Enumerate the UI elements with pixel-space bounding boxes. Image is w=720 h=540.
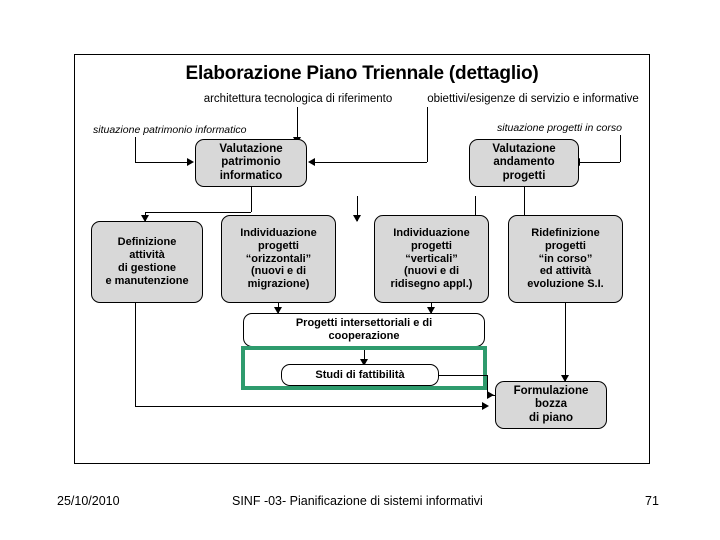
connector-line bbox=[487, 375, 488, 395]
footer-page-number: 71 bbox=[645, 494, 659, 508]
connector-line bbox=[620, 135, 621, 162]
connector-line bbox=[251, 187, 252, 212]
node-valutazione-andamento-progetti[interactable]: Valutazione andamento progetti bbox=[469, 139, 579, 187]
connector-line bbox=[427, 107, 428, 162]
arrow-icon bbox=[141, 215, 149, 222]
arrow-icon bbox=[487, 391, 494, 399]
footer-title: SINF -03- Pianificazione di sistemi info… bbox=[232, 494, 483, 508]
node-formulazione-bozza[interactable]: Formulazione bozza di piano bbox=[495, 381, 607, 429]
connector-line bbox=[439, 375, 487, 376]
page-title: Elaborazione Piano Triennale (dettaglio) bbox=[185, 63, 539, 84]
connector-line bbox=[135, 137, 136, 162]
diagram-frame: Elaborazione Piano Triennale (dettaglio)… bbox=[74, 54, 650, 464]
node-valutazione-patrimonio[interactable]: Valutazione patrimonio informatico bbox=[195, 139, 307, 187]
connector-line bbox=[364, 347, 365, 363]
label-situazione-progetti: situazione progetti in corso bbox=[497, 122, 622, 134]
node-label: Progetti intersettoriali e di cooperazio… bbox=[295, 317, 433, 342]
subhead-obiettivi: obiettivi/esigenze di servizio e informa… bbox=[427, 93, 639, 105]
connector-line bbox=[135, 162, 187, 163]
node-studi-fattibilita[interactable]: Studi di fattibilità bbox=[281, 364, 439, 386]
highlight-rectangle bbox=[241, 346, 487, 390]
node-label: Valutazione andamento progetti bbox=[492, 142, 556, 182]
arrow-icon bbox=[353, 215, 361, 222]
node-ridefinizione-progetti[interactable]: Ridefinizione progetti “in corso” ed att… bbox=[508, 215, 623, 303]
node-label: Valutazione patrimonio informatico bbox=[219, 142, 283, 182]
arrow-icon bbox=[360, 359, 368, 366]
node-label: Individuazione progetti “orizzontali” (n… bbox=[240, 226, 317, 291]
connector-line bbox=[297, 107, 298, 137]
connector-line bbox=[357, 196, 358, 221]
connector-line bbox=[565, 303, 566, 381]
node-label: Ridefinizione progetti “in corso” ed att… bbox=[527, 226, 604, 291]
label-situazione-patrimonio: situazione patrimonio informatico bbox=[93, 124, 247, 136]
arrow-icon bbox=[561, 375, 569, 382]
arrow-icon bbox=[482, 402, 489, 410]
connector-line bbox=[580, 162, 620, 163]
node-label: Individuazione progetti “verticali” (nuo… bbox=[390, 226, 473, 291]
arrow-icon bbox=[274, 307, 282, 314]
arrow-icon bbox=[308, 158, 315, 166]
node-definizione-attivita[interactable]: Definizione attività di gestione e manut… bbox=[91, 221, 203, 303]
connector-line bbox=[145, 212, 251, 213]
node-progetti-intersettoriali[interactable]: Progetti intersettoriali e di cooperazio… bbox=[243, 313, 485, 347]
arrow-icon bbox=[427, 307, 435, 314]
subhead-architettura: architettura tecnologica di riferimento bbox=[203, 93, 393, 105]
connector-line bbox=[135, 406, 482, 407]
node-label: Studi di fattibilità bbox=[315, 368, 405, 381]
connector-line bbox=[315, 162, 427, 163]
footer-date: 25/10/2010 bbox=[57, 494, 120, 508]
connector-line bbox=[475, 196, 476, 221]
connector-line bbox=[524, 187, 525, 221]
node-label: Definizione attività di gestione e manut… bbox=[105, 236, 189, 287]
node-progetti-verticali[interactable]: Individuazione progetti “verticali” (nuo… bbox=[374, 215, 489, 303]
node-progetti-orizzontali[interactable]: Individuazione progetti “orizzontali” (n… bbox=[221, 215, 336, 303]
arrow-icon bbox=[187, 158, 194, 166]
connector-line bbox=[135, 303, 136, 406]
node-label: Formulazione bozza di piano bbox=[513, 384, 589, 424]
